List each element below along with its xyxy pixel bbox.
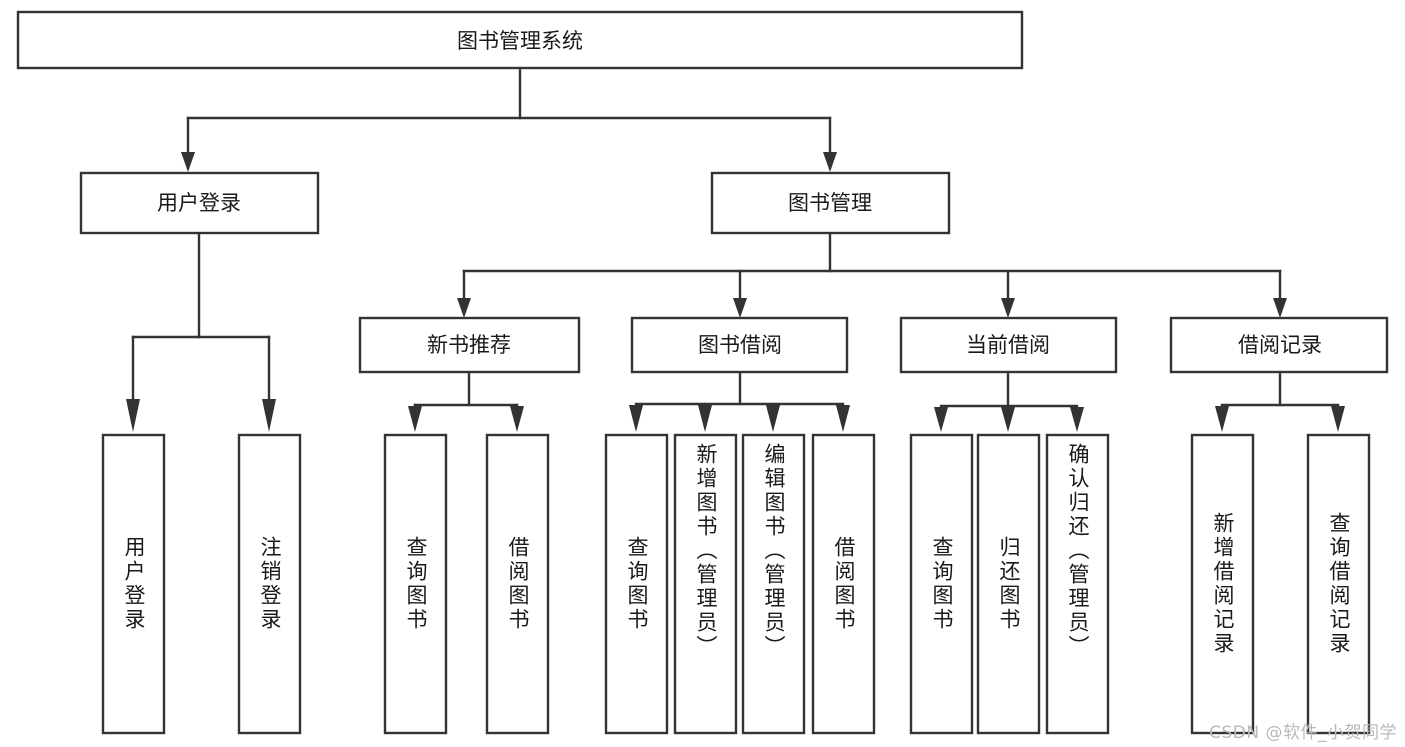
arrow-head-new-book	[457, 298, 471, 318]
arrow-head-borrow-record	[1273, 298, 1287, 318]
connector-userlogin-to-leaves	[126, 231, 276, 432]
arrow-head-br-2	[1331, 406, 1345, 432]
node-box-user-login[interactable]	[79, 171, 320, 235]
node-label-borrow-record: 借阅记录	[1238, 333, 1322, 357]
arrow-head-cb-3	[1070, 407, 1084, 432]
node-box-leaf-ul-1[interactable]	[101, 433, 166, 735]
node-label-user-login: 用户登录	[157, 191, 241, 215]
node-box-leaf-bb-1[interactable]	[604, 433, 669, 735]
csdn-watermark: CSDN @软件_小贺同学	[1209, 723, 1397, 743]
arrow-head-bb-2	[698, 405, 712, 432]
connector-currentborrow-to-leaves	[934, 370, 1084, 432]
node-box-borrow-record[interactable]	[1169, 316, 1389, 374]
node-box-current-borrow[interactable]	[899, 316, 1118, 374]
node-label-new-book-recommend: 新书推荐	[427, 333, 511, 357]
connector-newbook-to-leaves	[408, 370, 524, 432]
node-label-root: 图书管理系统	[457, 29, 583, 53]
arrow-head-cb-1	[934, 407, 948, 432]
arrow-head-book-borrow	[733, 298, 747, 318]
arrow-head-nb-1	[408, 406, 422, 432]
node-box-new-book-recommend[interactable]	[358, 316, 581, 374]
node-box-book-borrow[interactable]	[630, 316, 849, 374]
connector-bookmanage-to-level3	[457, 231, 1287, 318]
arrow-head-bb-4	[836, 405, 850, 432]
connector-bookborrow-to-leaves	[629, 370, 850, 432]
arrow-head-ul-1	[126, 399, 140, 432]
node-box-leaf-cb-1[interactable]	[909, 433, 974, 735]
arrow-head-current-borrow	[1001, 298, 1015, 318]
connector-borrowrecord-to-leaves	[1215, 370, 1345, 432]
connector-root-to-level2	[181, 66, 837, 172]
arrow-head-bb-1	[629, 405, 643, 432]
node-box-leaf-bb-3[interactable]	[741, 433, 806, 735]
node-label-current-borrow: 当前借阅	[966, 333, 1050, 357]
arrow-head-br-1	[1215, 406, 1229, 432]
node-box-book-manage[interactable]	[710, 171, 951, 235]
node-box-leaf-ul-2[interactable]	[237, 433, 302, 735]
node-box-leaf-bb-4[interactable]	[811, 433, 876, 735]
arrow-head-user-login	[181, 152, 195, 172]
node-box-leaf-br-1[interactable]	[1190, 433, 1255, 735]
node-box-leaf-br-2[interactable]	[1306, 433, 1371, 735]
arrow-head-bb-3	[766, 405, 780, 432]
node-box-leaf-nb-2[interactable]	[485, 433, 550, 735]
node-box-leaf-bb-2[interactable]	[673, 433, 738, 735]
node-box-leaf-cb-2[interactable]	[976, 433, 1041, 735]
node-label-book-borrow: 图书借阅	[698, 333, 782, 357]
node-label-book-manage: 图书管理	[788, 191, 872, 215]
node-box-leaf-cb-3[interactable]	[1045, 433, 1110, 735]
node-box-root[interactable]	[16, 10, 1024, 70]
node-box-leaf-nb-1[interactable]	[383, 433, 448, 735]
arrow-head-book-manage	[823, 152, 837, 172]
arrow-head-ul-2	[262, 399, 276, 432]
arrow-head-cb-2	[1001, 407, 1015, 432]
arrow-head-nb-2	[510, 406, 524, 432]
